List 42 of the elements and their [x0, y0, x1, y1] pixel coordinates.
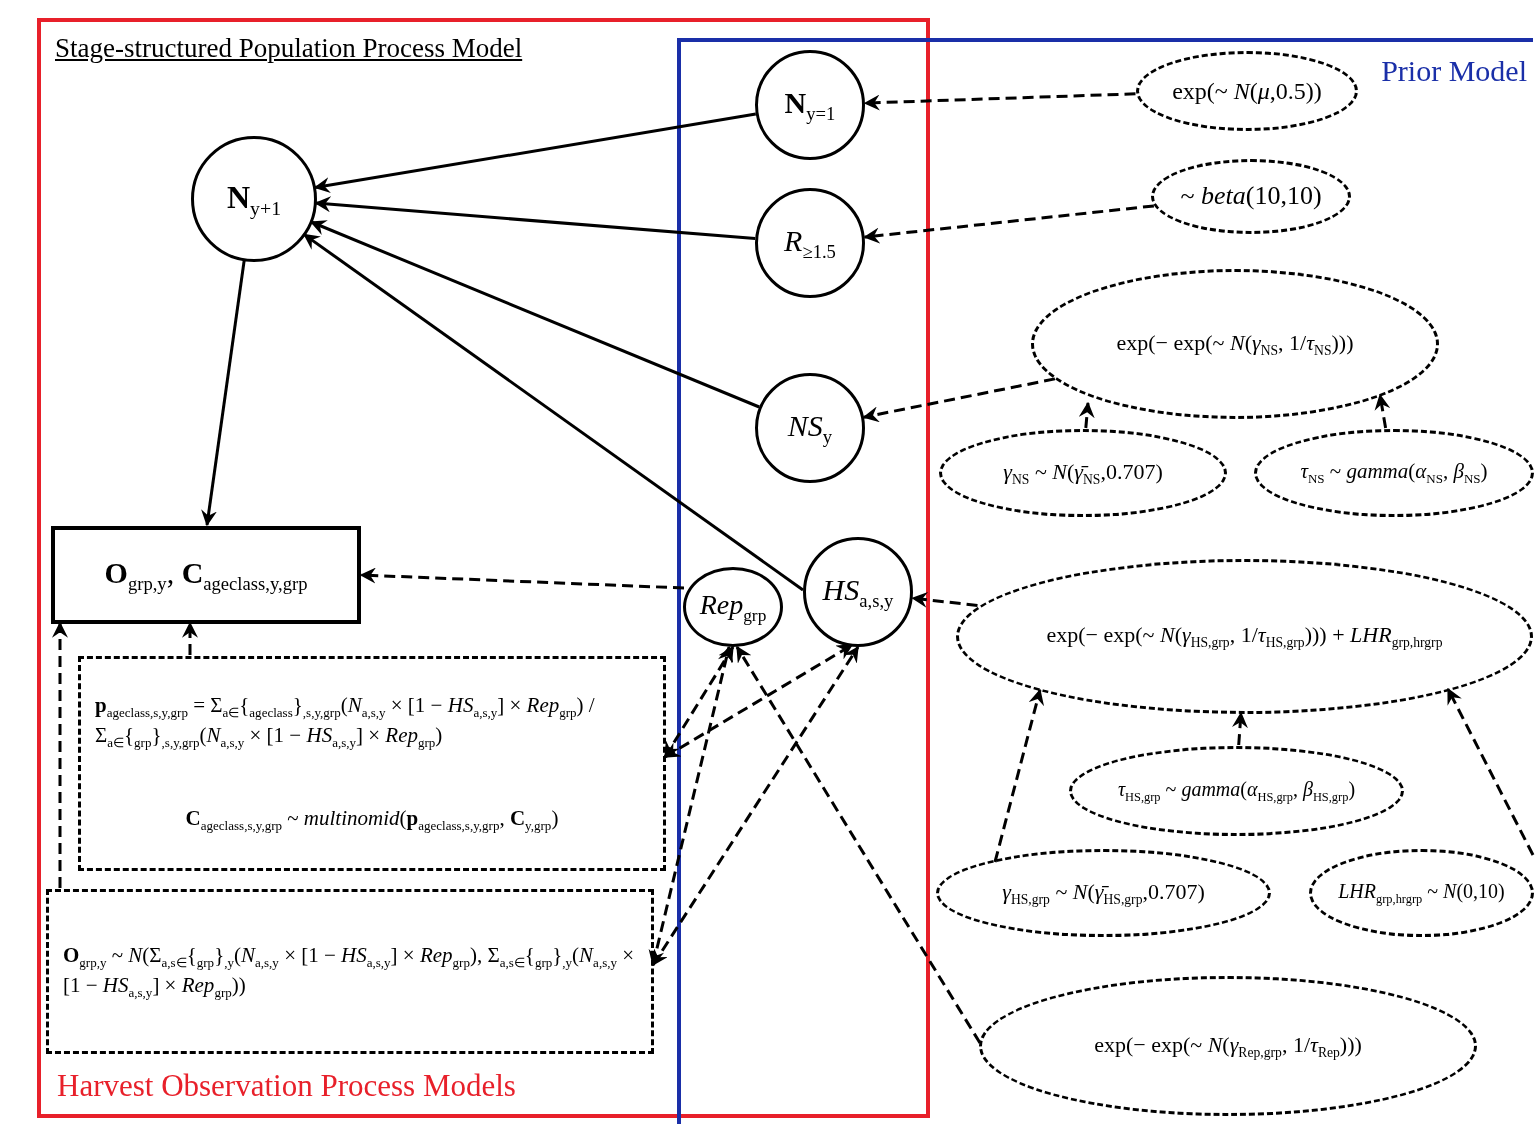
arrow — [313, 112, 757, 194]
data-box — [51, 526, 361, 624]
formula: LHR$_{grp,hrgrp}$ ~ N(0,10) — [1338, 878, 1505, 908]
formula: exp(~ N(μ,0.5)) — [1172, 77, 1322, 106]
arrow — [863, 204, 1155, 244]
formula: τ$_{NS}$ ~ gamma(α$_{NS}$, β$_{NS}$) — [1300, 458, 1488, 488]
variable-label: Rep$_{grp}$ — [699, 588, 767, 627]
formula: exp(− exp(~ N(γ$_{HS,grp}$, 1/τ$_{HS,grp}$))) + LHR$_{grp,hrgrp}$ — [1046, 621, 1443, 652]
arrow — [862, 377, 1056, 423]
arrow — [309, 220, 760, 409]
formula: O$_{grp,y}$ ~ N(Σ$_{a,s∈}${$_{grp}$}$_{,y}$(N$_{a,s,y}$ × [1 − HS$_{a,s,y}$] × Rep$_{grp}$), Σ$_{a,s∈}${$_{grp}$}$_{,y}$(N$_{a,s,y}$ × [1 − HS$_{a,s,y}$] × Rep$_{grp}$)) — [63, 942, 636, 1001]
arrow — [993, 688, 1045, 863]
arrow — [303, 233, 804, 592]
region-title: Prior Model — [1381, 53, 1527, 89]
arrow — [201, 260, 246, 527]
formula: γ$_{NS}$ ~ N(γ̄$_{NS}$,0.707) — [1003, 457, 1163, 489]
region-title: Stage-structured Population Process Model — [55, 32, 523, 65]
formula: C$_{ageclass,s,y,grp}$ ~ multinomid(p$_{ageclass,s,y,grp}$, C$_{y,grp}$) — [185, 805, 559, 835]
variable-label: NS$_{y}$ — [787, 408, 833, 449]
model-region — [37, 18, 930, 1118]
arrow — [863, 92, 1136, 111]
formula: ~ beta(10,10) — [1180, 180, 1322, 213]
formula: τ$_{HS,grp}$ ~ gamma(α$_{HS,grp}$, β$_{HS,grp}$) — [1117, 776, 1356, 806]
formula: exp(− exp(~ N(γ$_{NS}$, 1/τ$_{NS}$))) — [1116, 328, 1354, 360]
variable-label: O$_{grp,y}$, C$_{ageclass,y,grp}$ — [104, 555, 308, 596]
arrow — [314, 196, 756, 241]
formula-box — [78, 656, 666, 871]
formula: γ$_{HS,grp}$ ~ N(γ̄$_{HS,grp}$,0.707) — [1002, 877, 1205, 909]
formula: exp(− exp(~ N(γ$_{Rep,grp}$, 1/τ$_{Rep}$))) — [1094, 1030, 1362, 1062]
variable-label: N$_{y=1}$ — [784, 85, 836, 126]
arrow — [1446, 687, 1535, 856]
variable-label: R$_{≥1.5}$ — [784, 223, 836, 264]
arrow — [1374, 393, 1391, 429]
formula-box — [46, 889, 654, 1054]
region-caption: Harvest Observation Process Models — [57, 1067, 516, 1106]
formula: p$_{ageclass,s,y,grp}$ = Σ$_{a∈}${$_{ageclass}$}$_{,s,y,grp}$(N$_{a,s,y}$ × [1 − HS$_{a,s,y}$] × Rep$_{grp}$) / Σ$_{a∈}${$_{grp}$}$_{,s,y,grp}$(N$_{a,s,y}$ × [1 − HS$_{a,s,y}$] × Rep$_{grp}$) — [95, 692, 596, 752]
variable-label: HS$_{a,s,y}$ — [822, 572, 894, 613]
arrow — [1078, 401, 1095, 429]
arrow — [911, 591, 978, 608]
arrow — [735, 645, 982, 1044]
variable-label: N$_{y+1}$ — [226, 177, 282, 222]
variable-ellipse — [683, 567, 783, 647]
